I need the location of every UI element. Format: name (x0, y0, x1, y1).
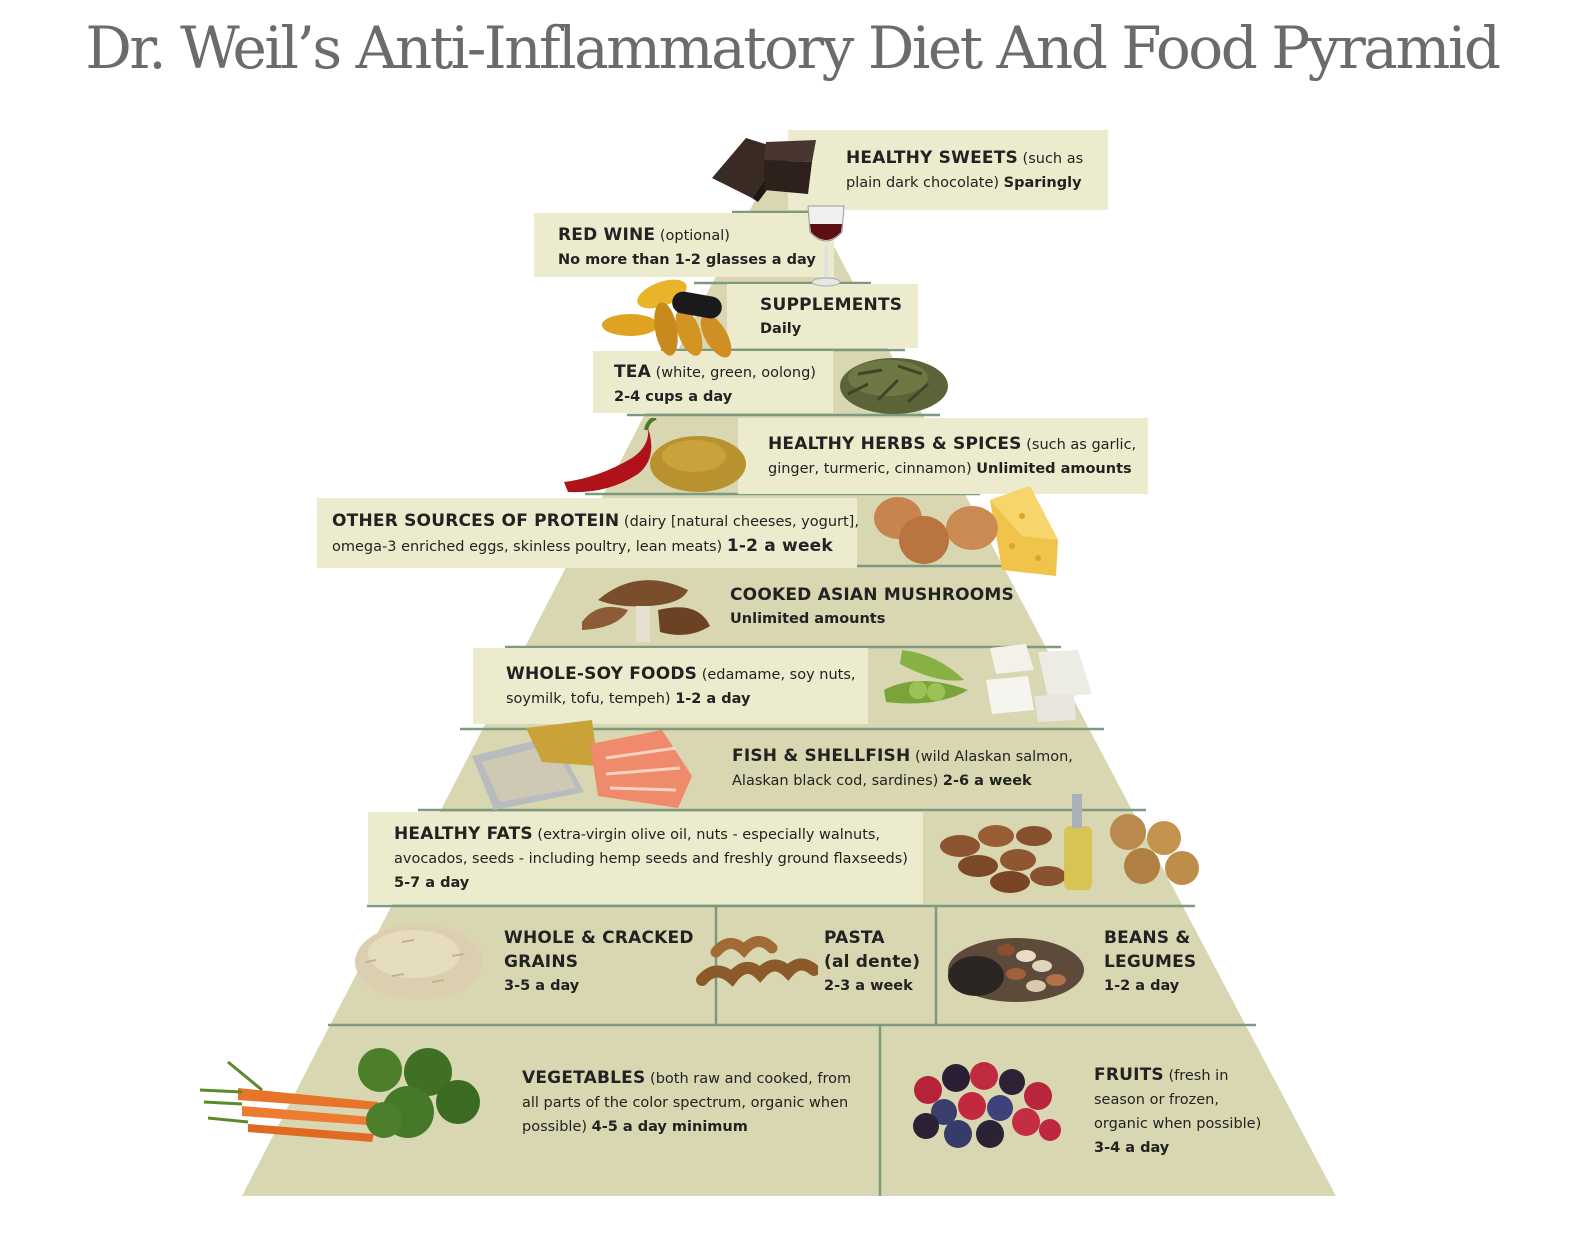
beans-icon (948, 938, 1084, 1002)
protein-heading: OTHER SOURCES OF PROTEIN (332, 511, 620, 531)
label-box-tea (593, 351, 833, 413)
grains-heading-2: GRAINS (504, 952, 579, 972)
label-box-soy (473, 648, 868, 724)
soy-amount: 1-2 a day (675, 691, 751, 707)
beans-heading: BEANS & (1104, 928, 1191, 948)
label-box-protein (317, 498, 857, 568)
carrots-broccoli-icon (199, 1048, 480, 1142)
protein-amount: 1-2 a week (726, 536, 833, 556)
tier-fish: FISH & SHELLFISH (wild Alaskan salmon, A… (732, 744, 1073, 793)
tier-tea: TEA (white, green, oolong) 2-4 cups a da… (614, 360, 816, 409)
fruits-heading: FRUITS (1094, 1065, 1164, 1085)
berries-icon (913, 1062, 1061, 1148)
vegetables-detail-3: possible) (522, 1119, 588, 1135)
supplements-amount: Daily (760, 321, 802, 337)
vegetables-detail-2: all parts of the color spectrum, organic… (522, 1095, 849, 1111)
protein-detail-2: omega-3 enriched eggs, skinless poultry,… (332, 539, 723, 555)
label-box-fats (368, 812, 923, 904)
pasta-heading-2: (al dente) (824, 952, 921, 972)
edamame-tofu-icon (884, 644, 1092, 722)
fish-detail-2: Alaskan black cod, sardines) (732, 773, 939, 789)
page-title: Dr. Weil’s Anti-Inflammatory Diet And Fo… (85, 14, 1501, 82)
label-box-supplements (727, 284, 918, 348)
beans-amount: 1-2 a day (1104, 978, 1180, 994)
nuts-oil-icon (940, 794, 1199, 893)
mushroom-icon (582, 580, 710, 642)
tea-heading: TEA (614, 362, 651, 382)
label-box-sweets (788, 130, 1108, 210)
sweets-detail: (such as (1022, 151, 1084, 167)
tier-beans: BEANS & LEGUMES 1-2 a day (1104, 926, 1196, 998)
grains-heading: WHOLE & CRACKED (504, 928, 694, 948)
fats-heading: HEALTHY FATS (394, 824, 533, 844)
tier-sweets: HEALTHY SWEETS (such as plain dark choco… (846, 146, 1083, 195)
protein-detail: (dairy [natural cheeses, yogurt], (623, 514, 859, 530)
tea-detail: (white, green, oolong) (655, 365, 816, 381)
soy-heading: WHOLE-SOY FOODS (506, 664, 698, 684)
fruits-detail-3: organic when possible) (1094, 1116, 1262, 1132)
fusilli-icon (696, 936, 818, 987)
tier-pasta: PASTA (al dente) 2-3 a week (824, 926, 920, 998)
wine-detail: (optional) (659, 228, 730, 244)
tier-grains: WHOLE & CRACKED GRAINS 3-5 a day (504, 926, 694, 998)
chocolate-icon (712, 138, 816, 202)
salmon-sardines-icon (472, 720, 692, 810)
supplements-heading: SUPPLEMENTS (760, 295, 903, 315)
chili-spice-icon (564, 418, 746, 493)
fish-heading: FISH & SHELLFISH (732, 746, 911, 766)
pasta-heading: PASTA (824, 928, 885, 948)
soy-detail-2: soymilk, tofu, tempeh) (506, 691, 671, 707)
herbs-heading: HEALTHY HERBS & SPICES (768, 434, 1022, 454)
tier-fats: HEALTHY FATS (extra-virgin olive oil, nu… (394, 822, 908, 895)
herbs-detail-2: ginger, turmeric, cinnamon) (768, 461, 972, 477)
tea-leaves-icon (840, 358, 948, 414)
tier-supplements: SUPPLEMENTS Daily (760, 293, 902, 341)
tier-herbs: HEALTHY HERBS & SPICES (such as garlic, … (768, 432, 1136, 481)
fats-amount: 5-7 a day (394, 875, 470, 891)
fats-detail-2: avocados, seeds - including hemp seeds a… (394, 851, 908, 867)
fish-amount: 2-6 a week (942, 773, 1032, 789)
tier-soy: WHOLE-SOY FOODS (edamame, soy nuts, soym… (506, 662, 856, 711)
eggs-cheese-icon (874, 486, 1058, 576)
label-box-wine (534, 213, 834, 277)
fruits-detail: (fresh in (1168, 1068, 1229, 1084)
mushrooms-heading: COOKED ASIAN MUSHROOMS (730, 585, 1014, 605)
fats-detail: (extra-virgin olive oil, nuts - especial… (537, 827, 881, 843)
capsules-icon (602, 279, 732, 358)
wine-heading: RED WINE (558, 225, 656, 245)
vegetables-detail: (both raw and cooked, from (650, 1071, 852, 1087)
wine-amount: No more than 1-2 glasses a day (558, 252, 816, 268)
tier-protein: OTHER SOURCES OF PROTEIN (dairy [natural… (332, 509, 859, 559)
sweets-amount: Sparingly (1003, 175, 1082, 191)
tier-vegetables: VEGETABLES (both raw and cooked, from al… (522, 1066, 851, 1139)
fish-detail: (wild Alaskan salmon, (915, 749, 1073, 765)
tier-wine: RED WINE (optional) No more than 1-2 gla… (558, 223, 816, 272)
herbs-amount: Unlimited amounts (976, 461, 1132, 477)
pasta-amount: 2-3 a week (824, 978, 913, 994)
herbs-detail: (such as garlic, (1026, 437, 1137, 453)
tier-fruits: FRUITS (fresh in season or frozen, organ… (1094, 1063, 1261, 1160)
wine-glass-icon (807, 205, 845, 287)
rice-icon (355, 924, 483, 1000)
label-box-herbs (738, 418, 1148, 494)
tier-mushrooms: COOKED ASIAN MUSHROOMS Unlimited amounts (730, 583, 1014, 631)
vegetables-amount: 4-5 a day minimum (591, 1119, 748, 1135)
sweets-heading: HEALTHY SWEETS (846, 148, 1018, 168)
soy-detail: (edamame, soy nuts, (701, 667, 856, 683)
tea-amount: 2-4 cups a day (614, 389, 733, 405)
grains-amount: 3-5 a day (504, 978, 580, 994)
sweets-detail-2: plain dark chocolate) (846, 175, 1000, 191)
mushrooms-amount: Unlimited amounts (730, 611, 886, 627)
vegetables-heading: VEGETABLES (522, 1068, 646, 1088)
fruits-detail-2: season or frozen, (1094, 1092, 1219, 1108)
beans-heading-2: LEGUMES (1104, 952, 1197, 972)
fruits-amount: 3-4 a day (1094, 1140, 1170, 1156)
